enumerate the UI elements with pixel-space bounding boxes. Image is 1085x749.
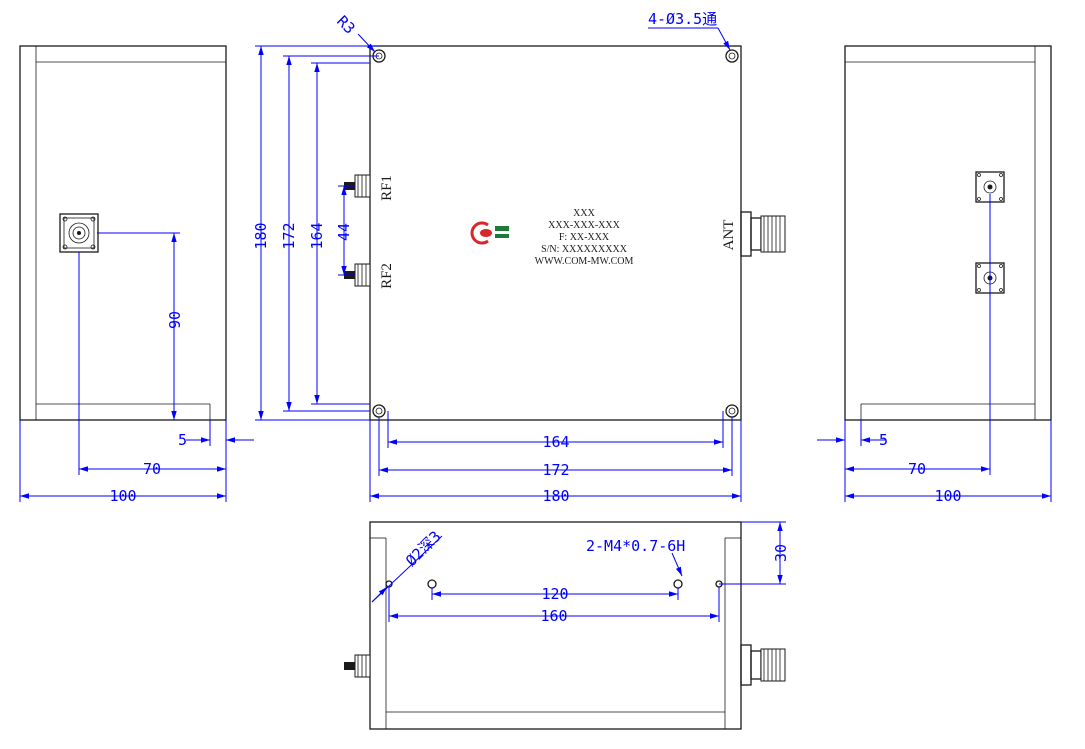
right-housing-outline <box>844 45 1052 421</box>
dim-front-164-horizontal: 164 <box>542 433 569 451</box>
dim-front-180-vertical: 180 <box>252 222 270 249</box>
nameplate-text: XXX XXX-XXX-XXX F: XX-XXX S/N: XXXXXXXXX… <box>535 208 634 267</box>
dim-bottom-160: 160 <box>540 607 567 625</box>
rf1-label: RF1 <box>379 175 395 201</box>
pin-hole-callout: Ø2深3 <box>402 527 444 569</box>
dim-front-180-horizontal: 180 <box>542 487 569 505</box>
bottom-rf-connector <box>344 654 371 678</box>
right-side-view: 5 70 100 <box>817 45 1052 505</box>
thread-callout: 2-M4*0.7-6H <box>586 537 685 555</box>
dim-front-44: 44 <box>335 223 353 241</box>
dim-left-100: 100 <box>109 487 136 505</box>
nameplate-line5: WWW.COM-MW.COM <box>535 256 634 267</box>
bottom-ant-connector <box>740 644 786 686</box>
mounting-holes <box>372 49 739 418</box>
dim-right-100: 100 <box>934 487 961 505</box>
bottom-housing-outline <box>369 521 742 730</box>
nameplate-line1: XXX <box>573 208 595 219</box>
dim-right-70: 70 <box>908 460 926 478</box>
dim-left-90: 90 <box>166 311 184 329</box>
dim-left-5: 5 <box>178 431 187 449</box>
holes-callout: 4-Ø3.5通 <box>648 10 717 28</box>
nameplate-line4: S/N: XXXXXXXXX <box>541 244 628 255</box>
left-n-connector <box>59 213 99 253</box>
left-housing-outline <box>19 45 227 421</box>
radius-callout: R3 <box>333 12 359 38</box>
ant-label: ANT <box>721 220 737 251</box>
front-view: RF1 RF2 ANT XXX XXX-XXX-XXX F: XX-XXX S/ <box>252 10 786 505</box>
dim-front-172-vertical: 172 <box>280 222 298 249</box>
rf2-label: RF2 <box>379 263 395 289</box>
dim-bottom-30: 30 <box>772 544 790 562</box>
dim-bottom-120: 120 <box>541 585 568 603</box>
dim-front-172-horizontal: 172 <box>542 461 569 479</box>
dim-front-164-vertical: 164 <box>308 222 326 249</box>
dim-left-70: 70 <box>143 460 161 478</box>
bottom-view: 30 120 160 Ø2深3 2-M4*0.7-6H <box>344 521 790 730</box>
ant-connector <box>740 211 786 257</box>
nameplate-line3: F: XX-XXX <box>559 232 610 243</box>
nameplate-line2: XXX-XXX-XXX <box>548 220 620 231</box>
front-housing-outline <box>369 45 742 421</box>
left-side-view: 90 5 70 100 <box>19 45 254 505</box>
nameplate-logo <box>470 221 509 245</box>
dim-right-5: 5 <box>879 431 888 449</box>
